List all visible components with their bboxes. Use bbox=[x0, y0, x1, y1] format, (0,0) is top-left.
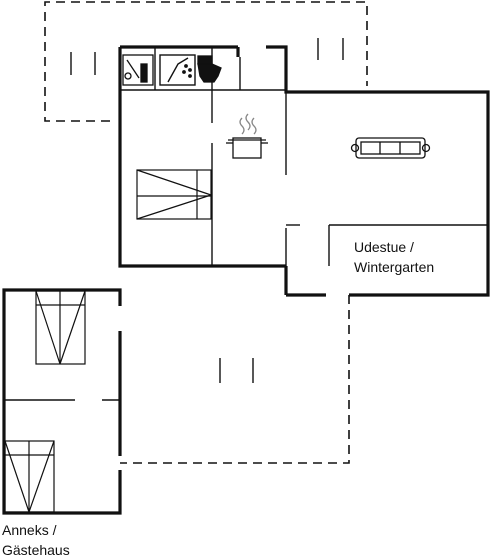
bed-icon bbox=[4, 440, 55, 513]
lower-terrace-outline bbox=[120, 295, 350, 464]
room-label-anneks: Anneks / Gästehaus bbox=[2, 520, 70, 560]
cooking-pot-icon bbox=[226, 113, 268, 159]
terrace-markers bbox=[70, 38, 344, 383]
room-label-anneks-line1: Anneks / bbox=[2, 522, 57, 538]
bed-icon bbox=[35, 290, 86, 365]
annex-walls bbox=[2, 288, 122, 515]
upper-terrace-outline bbox=[44, 1, 368, 122]
room-label-anneks-line2: Gästehaus bbox=[2, 542, 70, 558]
sofa-icon bbox=[350, 137, 431, 159]
shower-icon bbox=[159, 54, 196, 86]
utility-icon bbox=[122, 54, 154, 86]
double-bed-icon bbox=[136, 169, 212, 220]
toilet-icon bbox=[197, 55, 222, 83]
main-house-interior-walls bbox=[120, 47, 488, 266]
room-label-udestue: Udestue / Wintergarten bbox=[354, 237, 434, 277]
room-label-udestue-line2: Wintergarten bbox=[354, 259, 435, 275]
room-label-udestue-line1: Udestue / bbox=[354, 239, 414, 255]
main-house-walls bbox=[118, 45, 490, 297]
